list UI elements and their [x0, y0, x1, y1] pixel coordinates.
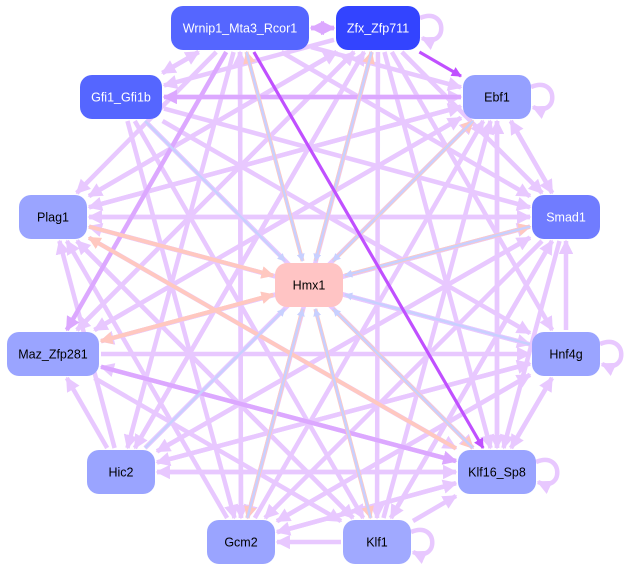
node-plag1[interactable]: Plag1 [19, 195, 87, 239]
edge-gfi1-to-wrnip1 [161, 50, 200, 75]
edge-zfx-to-hmx1 [313, 51, 373, 262]
edge-klf16-to-plag1 [87, 235, 457, 451]
edge-gcm2-to-hmx1 [246, 308, 305, 519]
edge-smad1-to-klf16 [499, 240, 562, 450]
node-klf16[interactable]: Klf16_Sp8 [458, 450, 536, 494]
node-label: Hmx1 [293, 279, 326, 293]
node-label: Klf1 [366, 536, 388, 550]
edge-klf1-to-hmx1 [313, 308, 372, 519]
node-label: Maz_Zfp281 [18, 348, 88, 362]
node-box [19, 195, 87, 239]
edge-hmx1-to-maz [99, 292, 274, 345]
node-box [532, 195, 600, 239]
node-box [343, 520, 411, 564]
node-box [336, 6, 420, 50]
node-hmx1[interactable]: Hmx1 [275, 263, 343, 307]
node-box [463, 75, 531, 119]
node-box [171, 6, 309, 50]
node-label: Gfi1_Gfi1b [91, 91, 151, 105]
edge-klf16-to-klf16 [535, 457, 560, 494]
node-box [532, 332, 600, 376]
edge-wrnip1-to-klf16 [252, 51, 485, 449]
edge-gfi1-to-hnf4g [161, 119, 532, 336]
edge-klf1-to-klf1 [410, 527, 435, 564]
edges-layer [55, 13, 624, 564]
node-label: Plag1 [37, 211, 69, 225]
node-hnf4g[interactable]: Hnf4g [532, 332, 600, 376]
edge-gcm2-to-ebf1 [252, 119, 486, 520]
edge-smad1-to-hic2 [155, 235, 532, 454]
edge-wrnip1-to-hmx1 [245, 51, 305, 262]
node-box [458, 450, 536, 494]
edge-plag1-to-zfx [87, 50, 338, 199]
edge-zfx-to-ebf1 [418, 50, 462, 78]
edge-hnf4g-to-hmx1 [344, 292, 531, 346]
node-gfi1[interactable]: Gfi1_Gfi1b [80, 75, 162, 119]
edge-smad1-to-hmx1 [344, 225, 531, 278]
edge-hic2-to-hmx1 [144, 308, 286, 449]
edge-klf16-to-hmx1 [332, 308, 474, 449]
node-smad1[interactable]: Smad1 [532, 195, 600, 239]
edge-hic2-to-maz [64, 376, 110, 450]
edge-maz-to-klf1 [93, 376, 343, 524]
node-maz[interactable]: Maz_Zfp281 [7, 332, 99, 376]
edge-wrnip1-to-smad1 [280, 50, 532, 199]
edge-klf1-to-klf16 [411, 493, 458, 523]
node-wrnip1[interactable]: Wrnip1_Mta3_Rcor1 [171, 6, 309, 50]
node-box [7, 332, 99, 376]
edge-ebf1-to-hmx1 [332, 120, 474, 262]
node-box [87, 450, 155, 494]
edge-smad1-to-ebf1 [508, 119, 555, 195]
edge-hic2-to-zfx [132, 50, 367, 450]
edge-wrnip1-to-maz [64, 50, 229, 332]
node-label: Klf16_Sp8 [468, 466, 526, 480]
edge-plag1-to-hmx1 [88, 224, 275, 279]
node-label: Ebf1 [484, 91, 510, 105]
edge-ebf1-to-ebf1 [530, 82, 555, 119]
node-label: Smad1 [546, 211, 586, 225]
node-box [80, 75, 162, 119]
node-label: Wrnip1_Mta3_Rcor1 [183, 22, 297, 36]
node-gcm2[interactable]: Gcm2 [207, 520, 275, 564]
edge-klf16-to-hnf4g [509, 376, 554, 450]
node-label: Gcm2 [224, 536, 257, 550]
node-label: Hnf4g [549, 348, 582, 362]
node-klf1[interactable]: Klf1 [343, 520, 411, 564]
node-box [275, 263, 343, 307]
edge-zfx-to-klf1 [369, 51, 385, 520]
edge-maz-to-ebf1 [93, 115, 463, 332]
edge-gfi1-to-klf1 [132, 119, 366, 520]
edge-gfi1-to-smad1 [163, 106, 532, 211]
node-box [207, 520, 275, 564]
node-label: Hic2 [108, 466, 133, 480]
node-zfx[interactable]: Zfx_Zfp711 [336, 6, 420, 50]
edge-hnf4g-to-hnf4g [599, 339, 624, 376]
edge-gfi1-to-hmx1 [144, 120, 286, 262]
edge-maz-to-klf16 [100, 364, 458, 465]
node-label: Zfx_Zfp711 [347, 22, 409, 36]
edge-zfx-to-zfx [419, 13, 444, 50]
node-hic2[interactable]: Hic2 [87, 450, 155, 494]
node-ebf1[interactable]: Ebf1 [463, 75, 531, 119]
edge-gcm2-to-wrnip1 [232, 50, 248, 519]
